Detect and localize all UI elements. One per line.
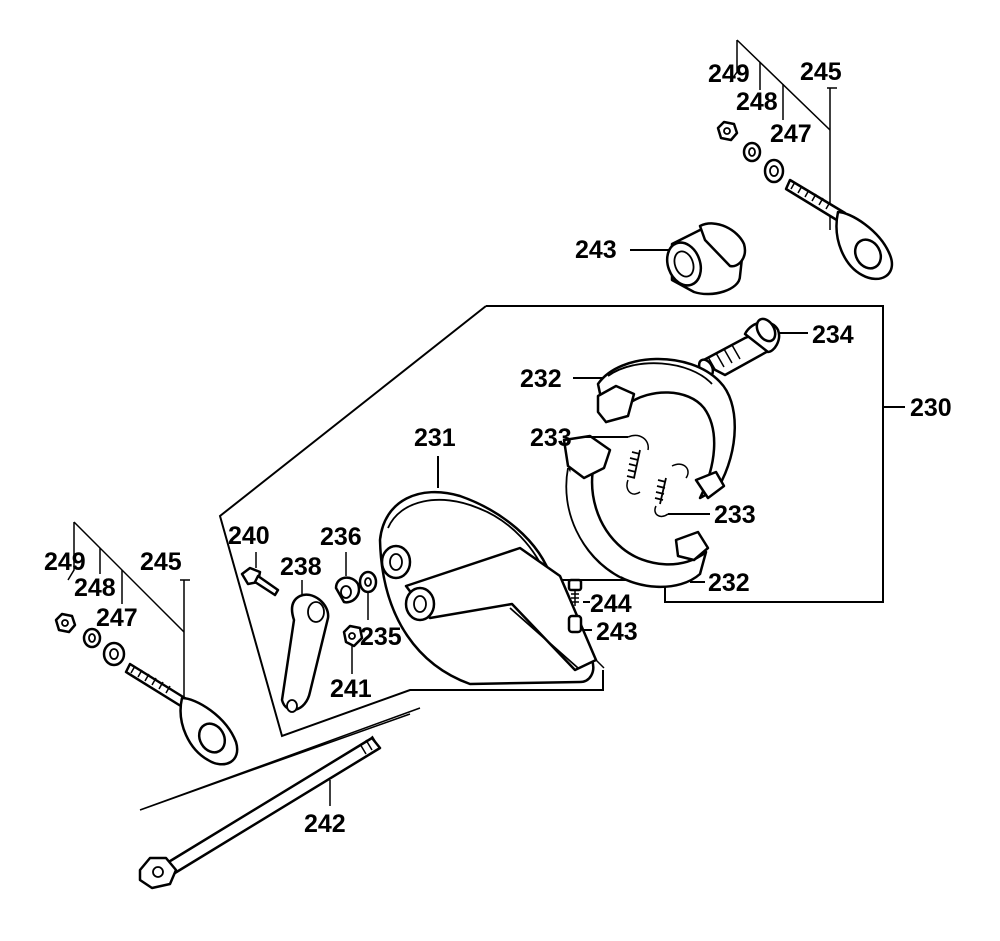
callout-234: 234 xyxy=(812,321,854,349)
washer-247-upper xyxy=(763,158,785,184)
axle-242 xyxy=(138,707,421,890)
callout-240: 240 xyxy=(228,522,270,550)
callout-245-left: 245 xyxy=(140,548,182,576)
nut-243-mid xyxy=(567,614,592,634)
nut-249-left xyxy=(54,612,77,634)
callout-243-upper: 243 xyxy=(575,236,617,264)
washer-247-left xyxy=(102,641,126,667)
washer-248-left xyxy=(82,627,102,649)
brake-cam-234 xyxy=(697,317,808,378)
brake-shoe-232-lower xyxy=(562,434,710,589)
brake-plate-231 xyxy=(378,456,605,686)
washer-235 xyxy=(358,570,378,620)
brake-spring-233-top xyxy=(583,434,649,495)
callout-231: 231 xyxy=(414,424,456,452)
chain-adjuster-245-left xyxy=(124,662,239,766)
callout-235: 235 xyxy=(360,623,402,651)
callout-247-left: 247 xyxy=(96,604,138,632)
callout-242: 242 xyxy=(304,810,346,838)
callout-247-upper: 247 xyxy=(770,120,812,148)
callout-236: 236 xyxy=(320,523,362,551)
lever-238 xyxy=(280,580,330,713)
bushing-243-upper xyxy=(630,222,747,296)
callout-249-left: 249 xyxy=(44,548,86,576)
callout-238: 238 xyxy=(280,553,322,581)
callout-245-upper: 245 xyxy=(800,58,842,86)
bolt-244 xyxy=(567,578,590,606)
left-adjuster-group xyxy=(54,521,239,766)
upper-right-adjuster-group xyxy=(716,39,894,281)
callout-230: 230 xyxy=(910,394,952,422)
callout-248-upper: 248 xyxy=(736,88,778,116)
nut-241 xyxy=(342,624,364,674)
callout-248-left: 248 xyxy=(74,574,116,602)
callout-243-mid: 243 xyxy=(596,618,638,646)
callout-233-upper: 233 xyxy=(530,424,572,452)
callout-249-upper: 249 xyxy=(708,60,750,88)
callout-232-lower: 232 xyxy=(708,569,750,597)
brake-spring-233-bottom xyxy=(654,463,710,518)
callout-labels: 249 248 245 247 243 234 232 230 231 233 … xyxy=(44,58,952,838)
callout-241: 241 xyxy=(330,675,372,703)
washer-248-upper xyxy=(742,141,762,163)
spring-washer-236 xyxy=(334,552,361,604)
callout-232-upper: 232 xyxy=(520,365,562,393)
callout-244: 244 xyxy=(590,590,632,618)
nut-249-upper xyxy=(716,120,739,142)
brake-shoe-232-upper xyxy=(573,357,736,500)
bolt-240 xyxy=(240,552,280,597)
chain-adjuster-245-upper xyxy=(784,178,894,281)
callout-233-lower: 233 xyxy=(714,501,756,529)
